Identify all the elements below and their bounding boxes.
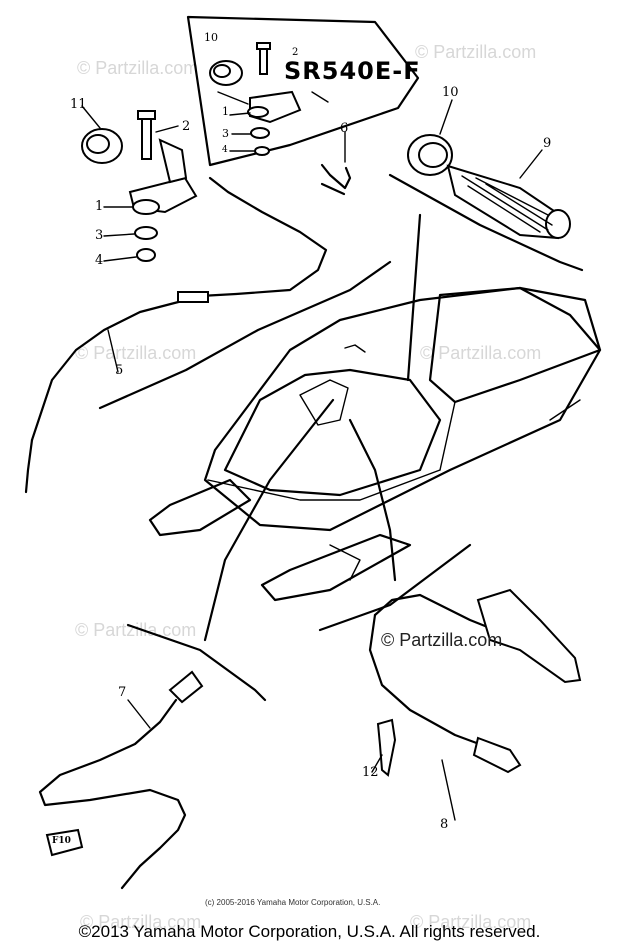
watermark-dark: © Partzilla.com bbox=[381, 630, 503, 650]
callout-12: 12 bbox=[362, 765, 379, 780]
footer-copyright: ©2013 Yamaha Motor Corporation, U.S.A. A… bbox=[78, 922, 541, 941]
nut-4 bbox=[136, 248, 156, 262]
callout-8: 8 bbox=[440, 817, 449, 832]
callout-2: 2 bbox=[182, 119, 191, 134]
callout-4-inset: 4 bbox=[222, 145, 228, 155]
callout-3-inset: 3 bbox=[222, 127, 229, 140]
callout-7: 7 bbox=[118, 685, 127, 700]
watermark: © Partzilla.com bbox=[77, 58, 199, 78]
cable-head bbox=[168, 670, 204, 704]
washer-3 bbox=[134, 226, 158, 240]
watermark: © Partzilla.com bbox=[420, 343, 542, 363]
watermark: © Partzilla.com bbox=[80, 912, 202, 932]
snowmobile-body bbox=[203, 286, 602, 532]
seat bbox=[428, 286, 602, 404]
watermark: © Partzilla.com bbox=[75, 343, 197, 363]
left-ski bbox=[148, 478, 252, 537]
bolt-inset bbox=[259, 47, 268, 75]
tag-label: F10 bbox=[52, 836, 71, 846]
washer-inset bbox=[250, 127, 270, 139]
callout-1: 1 bbox=[95, 199, 104, 214]
model-label: SR540E-F bbox=[284, 57, 421, 85]
callout-6: 6 bbox=[340, 121, 349, 136]
brake-lever bbox=[476, 588, 582, 684]
brake-cable-upper bbox=[373, 593, 502, 634]
callout-11: 11 bbox=[70, 97, 87, 112]
clip-6 bbox=[320, 163, 352, 196]
brake-cable-8 bbox=[368, 613, 492, 750]
speedometer-cable-7 bbox=[38, 698, 187, 890]
nut-inset bbox=[254, 146, 270, 156]
small-copyright: (c) 2005-2016 Yamaha Motor Corporation, … bbox=[205, 898, 381, 907]
key-12 bbox=[376, 718, 397, 777]
windshield bbox=[299, 379, 349, 426]
watermark: © Partzilla.com bbox=[410, 912, 532, 932]
callout-10-inset: 10 bbox=[204, 31, 218, 44]
callout-2-inset: 2 bbox=[292, 47, 299, 58]
callout-1-inset: 1 bbox=[222, 105, 229, 118]
callout-9: 9 bbox=[543, 136, 552, 151]
callout-10: 10 bbox=[442, 85, 459, 100]
watermark: © Partzilla.com bbox=[415, 42, 537, 62]
throttle-cable-5 bbox=[30, 176, 328, 442]
tag-f10 bbox=[45, 828, 84, 857]
callout-4: 4 bbox=[95, 253, 104, 268]
callout-5: 5 bbox=[115, 363, 124, 378]
hood bbox=[223, 368, 442, 497]
callout-3: 3 bbox=[95, 228, 104, 243]
bolt-2 bbox=[141, 116, 152, 160]
right-ski bbox=[260, 533, 412, 602]
cable-fitting bbox=[177, 291, 209, 303]
inset-frame bbox=[186, 15, 420, 167]
watermark: © Partzilla.com bbox=[75, 620, 197, 640]
